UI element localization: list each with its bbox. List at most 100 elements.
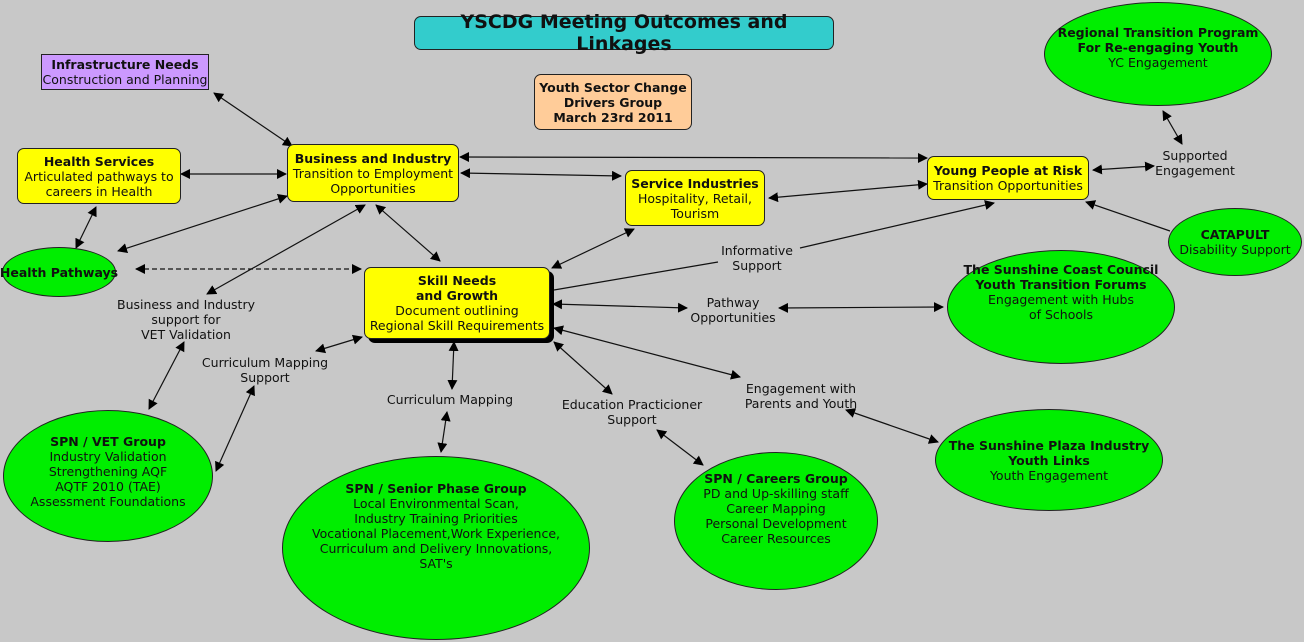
node-title: Business and Industry (294, 150, 452, 166)
edge-label-line: Curriculum Mapping (201, 355, 329, 370)
node-title: SPN / Senior Phase Group (345, 481, 527, 496)
meeting-group-line2: Drivers Group (563, 94, 663, 110)
edge-label-line: Support (732, 258, 782, 273)
node-desc: Hospitality, Retail, (637, 190, 752, 206)
node-title: The Sunshine Coast Council (963, 262, 1159, 277)
node-title: and Growth (415, 288, 499, 303)
edge-business-service (460, 168, 622, 181)
node-desc: Regional Skill Requirements (369, 318, 545, 333)
node-service-industries[interactable]: Service Industries Hospitality, Retail, … (625, 170, 765, 226)
edge-business-skill (375, 204, 441, 262)
node-desc: Transition Opportunities (933, 178, 1083, 193)
edge-informative-young-people (799, 200, 995, 249)
node-desc: Career Mapping (726, 500, 826, 516)
node-sunshine-coast-council[interactable]: The Sunshine Coast Council Youth Transit… (947, 250, 1175, 364)
edge-skill-curriculum-support (315, 334, 363, 354)
node-spn-vet-group[interactable]: SPN / VET Group Industry Validation Stre… (3, 410, 213, 542)
edge-label-vet-validation: Business and Industry support for VET Va… (117, 297, 255, 342)
node-title: SPN / VET Group (50, 433, 166, 449)
node-desc: careers in Health (45, 183, 153, 199)
node-title: Skill Needs (417, 273, 497, 288)
edge-label-line: Parents and Youth (744, 396, 858, 411)
edge-curriculum-support-vet (215, 385, 255, 472)
node-skill-needs-and-growth[interactable]: Skill Needs and Growth Document outlinin… (364, 267, 550, 339)
edge-education-careers (656, 429, 704, 466)
node-desc: Industry Training Priorities (354, 511, 518, 526)
node-title: Infrastructure Needs (51, 57, 199, 72)
node-desc: Tourism (670, 205, 720, 221)
edge-business-young-people (459, 152, 928, 163)
edge-label-pathway-opportunities: Pathway Opportunities (690, 295, 775, 325)
edge-label-line: Education Practicioner (561, 397, 703, 412)
edge-skill-pathway-opp (552, 299, 688, 313)
edge-skill-education (553, 341, 613, 395)
edge-vet-validation-vet (148, 341, 185, 410)
diagram-title: YSCDG Meeting Outcomes and Linkages (414, 11, 834, 55)
meeting-group-line1: Youth Sector Change (539, 79, 687, 95)
node-desc: Personal Development (705, 515, 847, 531)
node-title: Service Industries (631, 175, 759, 191)
node-desc: Industry Validation (49, 448, 167, 464)
edge-supported-regional (1162, 110, 1183, 145)
node-desc: Transition to Employment (292, 165, 454, 181)
node-desc: Construction and Planning (42, 72, 208, 87)
edge-label-informative-support: Informative Support (721, 243, 793, 273)
node-desc: Engagement with Hubs (988, 292, 1134, 307)
node-desc: AQTF 2010 (TAE) (55, 478, 161, 494)
node-desc: Youth Engagement (989, 467, 1109, 483)
edge-health-services-pathways (75, 206, 97, 249)
edge-infrastructure-business (213, 92, 293, 147)
edge-young-people-supported (1092, 161, 1155, 175)
edge-skill-curriculum (447, 341, 459, 390)
edge-catapult-young-people (1085, 200, 1171, 232)
node-regional-transition-program[interactable]: Regional Transition Program For Re-engag… (1044, 2, 1272, 106)
node-title: Health Services (43, 153, 155, 169)
node-title: For Re-engaging Youth (1077, 39, 1239, 55)
node-title: Youth Transition Forums (975, 277, 1147, 292)
edge-label-line: Support (240, 370, 290, 385)
node-title: The Sunshine Plaza Industry (948, 437, 1150, 453)
edge-label-education-practicioner-support: Education Practicioner Support (562, 397, 702, 427)
node-business-and-industry[interactable]: Business and Industry Transition to Empl… (287, 144, 459, 202)
node-desc: Curriculum and Delivery Innovations, (319, 541, 553, 556)
edge-label-line: Engagement with (745, 381, 857, 396)
node-desc: Document outlining (395, 303, 519, 318)
node-health-pathways[interactable]: Health Pathways (0, 247, 119, 297)
node-health-services[interactable]: Health Services Articulated pathways to … (17, 148, 181, 204)
edge-label-line: Curriculum Mapping (386, 392, 514, 407)
edge-business-vet-validation (206, 204, 366, 295)
node-desc: Disability Support (1179, 242, 1291, 257)
node-young-people-at-risk[interactable]: Young People at Risk Transition Opportun… (927, 156, 1089, 200)
node-desc: of Schools (1028, 307, 1094, 322)
edge-label-curriculum-mapping: Curriculum Mapping (387, 392, 513, 407)
node-desc: Articulated pathways to (24, 168, 174, 184)
node-title: Young People at Risk (933, 163, 1083, 178)
edge-skill-engagement-parents (553, 325, 741, 380)
meeting-info-box: Youth Sector Change Drivers Group March … (534, 74, 692, 130)
node-spn-senior-phase-group[interactable]: SPN / Senior Phase Group Local Environme… (282, 456, 590, 640)
meeting-date: March 23rd 2011 (553, 109, 673, 125)
node-desc: Career Resources (721, 530, 831, 546)
edge-label-supported-engagement: Supported Engagement (1155, 148, 1235, 178)
node-title: SPN / Careers Group (704, 470, 848, 486)
edge-label-line: Engagement (1155, 163, 1235, 178)
node-title: Regional Transition Program (1057, 24, 1259, 40)
edge-label-line: Opportunities (690, 310, 776, 325)
node-title: Health Pathways (0, 264, 119, 280)
node-desc: YC Engagement (1108, 54, 1208, 70)
node-desc: PD and Up-skilling staff (703, 485, 849, 501)
edge-pathways-business (117, 194, 288, 253)
edge-label-line: Supported (1162, 148, 1228, 163)
node-infrastructure-needs[interactable]: Infrastructure Needs Construction and Pl… (41, 54, 209, 90)
node-desc: Strengthening AQF (48, 463, 168, 479)
node-title: CATAPULT (1200, 227, 1270, 242)
node-spn-careers-group[interactable]: SPN / Careers Group PD and Up-skilling s… (674, 452, 878, 590)
edge-pathway-opp-council (778, 302, 944, 313)
edge-label-line: VET Validation (141, 327, 231, 342)
node-sunshine-plaza-industry[interactable]: The Sunshine Plaza Industry Youth Links … (935, 409, 1163, 511)
edge-label-line: Support (607, 412, 657, 427)
edge-label-line: Informative (721, 243, 793, 258)
edge-service-young-people (768, 179, 928, 203)
node-catapult[interactable]: CATAPULT Disability Support (1168, 208, 1302, 276)
